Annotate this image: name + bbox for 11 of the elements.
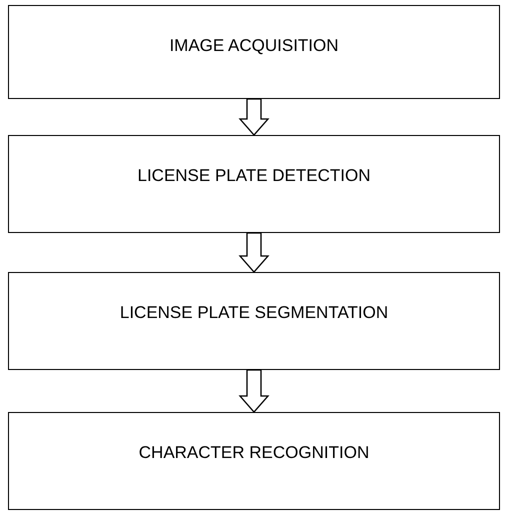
hollow-arrow xyxy=(238,98,270,136)
hollow-arrow xyxy=(238,232,270,273)
box-label: LICENSE PLATE DETECTION xyxy=(137,166,370,186)
box-label: CHARACTER RECOGNITION xyxy=(138,443,370,463)
box-label: LICENSE PLATE SEGMENTATION xyxy=(120,303,388,323)
box-label: IMAGE ACQUISITION xyxy=(169,36,339,56)
process-box xyxy=(8,412,500,510)
process-box xyxy=(8,5,500,99)
hollow-arrow xyxy=(238,369,270,413)
process-box xyxy=(8,272,500,370)
process-box xyxy=(8,135,500,233)
